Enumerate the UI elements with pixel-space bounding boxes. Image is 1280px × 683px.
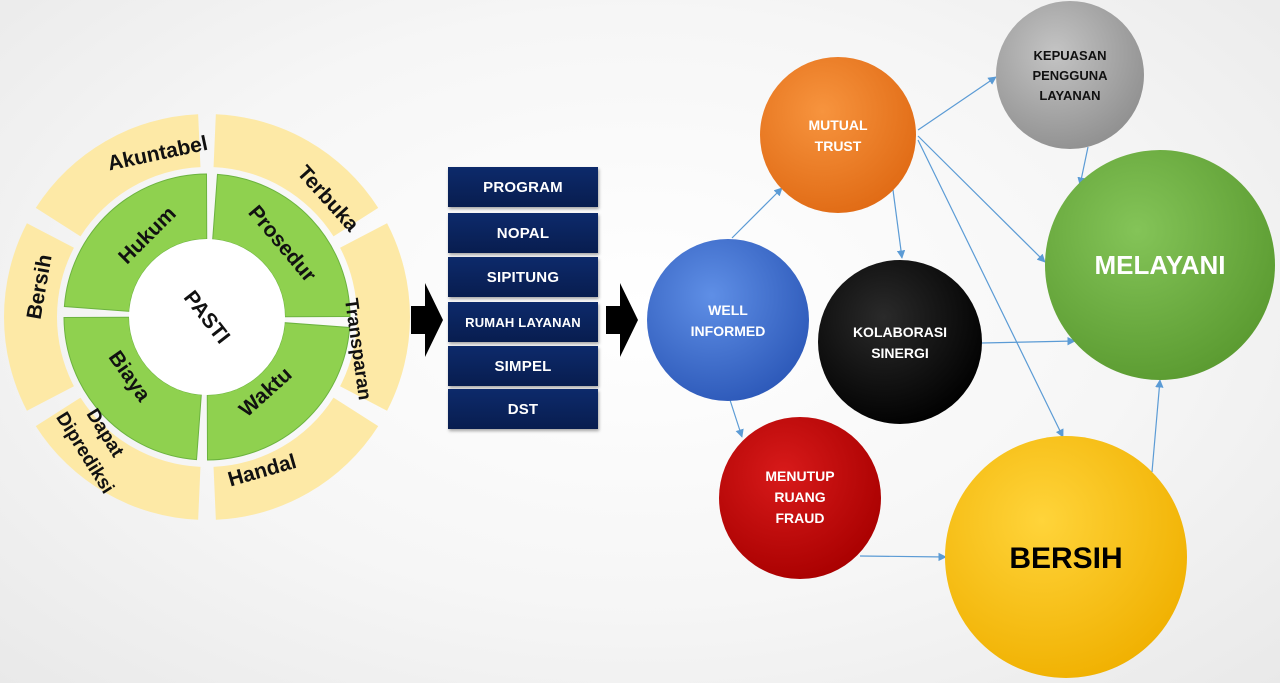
node-melayani: MELAYANI (1045, 150, 1275, 380)
node-menutup-fraud: MENUTUP RUANG FRAUD (719, 417, 881, 579)
program-box-sipitung: SIPITUNG (448, 257, 598, 297)
kepuasan-line3: LAYANAN (1039, 88, 1100, 103)
connector-ber-mel (1151, 379, 1164, 473)
wheel-center (129, 239, 285, 395)
arrow-right-icon (411, 283, 443, 357)
outer-segment-terbuka (213, 114, 379, 237)
connector-kol-mel (981, 336, 1076, 346)
connector-fraud-ber (859, 552, 947, 562)
kepuasan-line2: PENGGUNA (1032, 68, 1108, 83)
program-box-nopal: NOPAL (448, 213, 598, 253)
bersih-label: BERSIH (1009, 542, 1122, 575)
node-kolaborasi: KOLABORASI SINERGI (818, 260, 982, 424)
node-well-informed: WELL INFORMED (647, 239, 809, 401)
connector-mt-ber (917, 139, 1064, 438)
menutup-line1: MENUTUP (765, 468, 834, 484)
connector-mt-kol (892, 189, 906, 259)
connector-wi-mt (731, 187, 783, 239)
outer-segment-transparan (340, 223, 410, 411)
program-box-dst: DST (448, 389, 598, 429)
outer-segment-handal (213, 397, 379, 520)
connectors (729, 76, 1164, 562)
outer-segment-dapat-diprediksi (35, 397, 201, 520)
menutup-line3: FRAUD (776, 510, 825, 526)
node-mutual-trust: MUTUAL TRUST (760, 57, 916, 213)
connector-wi-fraud (729, 399, 744, 438)
pasti-wheel: PASTI Hukum Prosedur Waktu Biaya Akuntab… (3, 114, 410, 520)
mutual-trust-line1: MUTUAL (808, 117, 868, 133)
well-informed-line1: WELL (708, 302, 748, 318)
kolaborasi-line1: KOLABORASI (853, 324, 947, 340)
mutual-trust-line2: TRUST (815, 138, 862, 154)
melayani-label: MELAYANI (1094, 250, 1225, 280)
menutup-line2: RUANG (774, 489, 825, 505)
kolaborasi-line2: SINERGI (871, 345, 929, 361)
kepuasan-line1: KEPUASAN (1034, 48, 1107, 63)
node-kepuasan: KEPUASAN PENGGUNA LAYANAN (996, 1, 1144, 149)
arrow-right-icon-2 (606, 283, 638, 357)
program-box-program: PROGRAM (448, 167, 598, 207)
well-informed-line2: INFORMED (691, 323, 766, 339)
connector-kep-mel (1077, 146, 1089, 186)
outer-ring (3, 114, 410, 520)
connector-mt-mel (917, 135, 1046, 263)
outer-segment-bersih (3, 223, 74, 411)
outer-segment-akuntabel (35, 114, 201, 237)
program-box-simpel: SIMPEL (448, 346, 598, 386)
connector-mt-kep (917, 76, 997, 131)
node-bersih: BERSIH (945, 436, 1187, 678)
program-box-rumah-layanan: RUMAH LAYANAN (448, 302, 598, 342)
